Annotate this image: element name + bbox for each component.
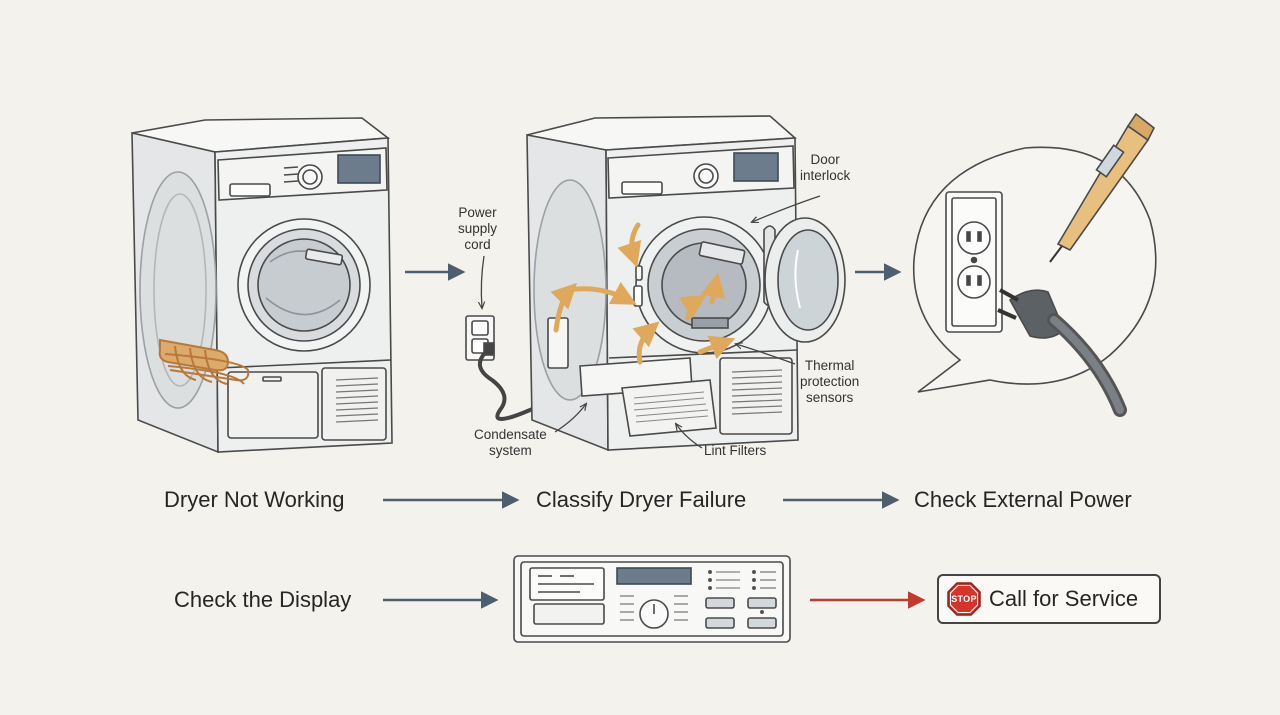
callout-line: Door — [810, 152, 840, 167]
stop-sign-icon: STOP — [947, 582, 981, 616]
dryer-illustration — [131, 117, 393, 454]
stop-sign-text: STOP — [951, 594, 977, 604]
callout-thermal-sensors: Thermal protection sensors — [800, 358, 859, 406]
callout-line: Power — [458, 205, 497, 220]
callout-power-supply-cord: Power supply cord — [458, 205, 497, 253]
callout-line: sensors — [806, 390, 854, 405]
callout-line: cord — [464, 237, 491, 252]
dryer-open-illustration — [465, 115, 846, 452]
callout-lint-filters: Lint Filters — [704, 443, 766, 459]
callout-condensate-system: Condensate system — [474, 427, 547, 459]
step-call-for-service: Call for Service — [989, 586, 1139, 611]
callout-line: Lint Filters — [704, 443, 767, 458]
control-panel-illustration — [513, 555, 791, 643]
step-dryer-not-working: Dryer Not Working — [164, 487, 345, 512]
callout-line: protection — [800, 374, 860, 389]
airflow-arrows — [550, 222, 736, 365]
step-check-external-power: Check External Power — [914, 487, 1132, 512]
callout-line: system — [489, 443, 532, 458]
outlet-plug-illustration — [912, 112, 1157, 417]
callout-line: Condensate — [474, 427, 547, 442]
step-check-display: Check the Display — [174, 587, 352, 612]
callout-line: interlock — [800, 168, 851, 183]
callout-door-interlock: Door interlock — [800, 152, 850, 184]
call-for-service-box: STOP Call for Service — [937, 574, 1161, 624]
callout-line: Thermal — [804, 358, 855, 373]
callout-line: supply — [458, 221, 498, 236]
step-classify-failure: Classify Dryer Failure — [536, 487, 747, 512]
